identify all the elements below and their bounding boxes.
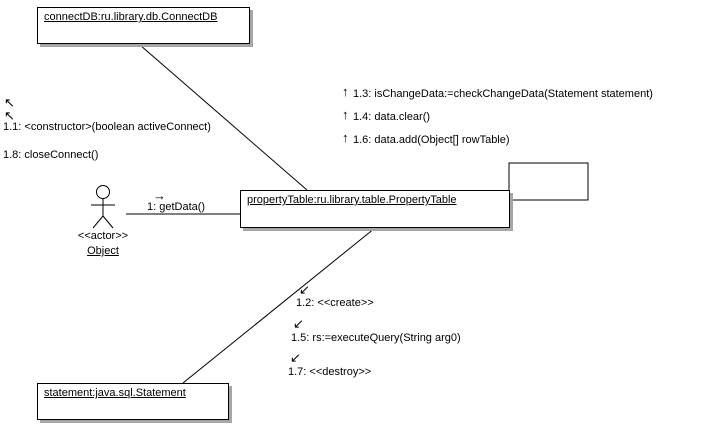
actor-name: Object bbox=[87, 245, 119, 257]
message-1-7: 1.7: <<destroy>> bbox=[288, 366, 372, 378]
link-connectdb-propertytable bbox=[139, 44, 308, 191]
message-1-2: 1.2: <<create>> bbox=[296, 297, 374, 309]
up-arrow-icon-1: ↑ bbox=[342, 84, 349, 99]
message-1-6: 1.6: data.add(Object[] rowTable) bbox=[353, 134, 510, 146]
object-label-connectdb: connectDB:ru.library.db.ConnectDB bbox=[44, 11, 218, 23]
message-1-1: 1.1: <constructor>(boolean activeConnect… bbox=[3, 121, 211, 133]
link-propertytable-statement bbox=[182, 227, 376, 384]
object-label-statement: statement:java.sql.Statement bbox=[44, 387, 186, 399]
up-arrow-icon-2: ↑ bbox=[342, 107, 349, 122]
sw-arrow-icon-1: ↙ bbox=[299, 282, 310, 297]
object-label-propertytable: propertyTable:ru.library.table.PropertyT… bbox=[247, 194, 457, 206]
actor-right-leg bbox=[102, 215, 114, 229]
object-box-connectdb: connectDB:ru.library.db.ConnectDB bbox=[37, 7, 250, 44]
nw-arrow-icon-1: ↖ bbox=[4, 95, 15, 110]
message-1-8: 1.8: closeConnect() bbox=[3, 149, 99, 161]
sw-arrow-icon-2: ↙ bbox=[293, 316, 304, 331]
actor-left-leg bbox=[92, 215, 104, 229]
sw-arrow-icon-3: ↙ bbox=[290, 350, 301, 365]
up-arrow-icon-3: ↑ bbox=[342, 130, 349, 145]
object-box-propertytable: propertyTable:ru.library.table.PropertyT… bbox=[240, 190, 510, 228]
message-1-4: 1.4: data.clear() bbox=[353, 111, 431, 123]
message-1: 1: getData() bbox=[147, 201, 206, 213]
right-arrow-icon: → bbox=[153, 188, 166, 203]
message-1-5: 1.5: rs:=executeQuery(String arg0) bbox=[291, 332, 461, 344]
self-link-loop bbox=[508, 162, 589, 201]
message-1-3: 1.3: isChangeData:=checkChangeData(State… bbox=[353, 88, 653, 100]
actor-head bbox=[96, 185, 110, 199]
object-box-statement: statement:java.sql.Statement bbox=[37, 383, 229, 420]
actor-figure bbox=[91, 185, 115, 229]
nw-arrow-icon-2: ↖ bbox=[4, 108, 15, 123]
actor-stereotype: <<actor>> bbox=[77, 230, 129, 242]
